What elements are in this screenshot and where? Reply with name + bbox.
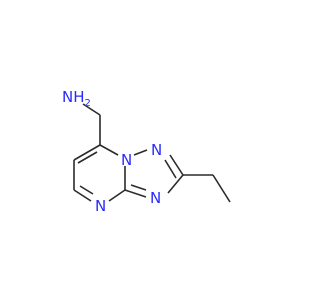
- bond-n8-n1: [133, 149, 148, 156]
- bond-n3-c3a-inner: [130, 184, 147, 191]
- bonds: [73, 103, 231, 203]
- bond-n1-c2: [169, 154, 184, 176]
- bond-n8-c7: [99, 144, 119, 156]
- amine-subscript: 2: [85, 98, 91, 109]
- amine-label: NH2: [62, 88, 91, 109]
- bond-c5-n4-inner: [79, 185, 94, 195]
- atom-n3: N: [150, 189, 161, 207]
- bond-c7-c6-inner: [77, 151, 98, 164]
- amine-nh: NH: [62, 88, 85, 106]
- atom-n1: N: [151, 141, 162, 159]
- bond-n1-c2-inner: [164, 159, 177, 179]
- bond-c7-c6: [73, 144, 101, 161]
- structure-diagram: NH2 N N N N: [62, 88, 231, 215]
- bond-n4-c3a: [108, 189, 126, 202]
- atom-labels: NH2 N N N N: [62, 88, 162, 215]
- bond-amine-ch2: [82, 103, 101, 116]
- atom-n4: N: [95, 197, 106, 215]
- molecule-canvas: NH2 N N N N: [62, 88, 231, 215]
- atom-n-bridge: N: [121, 151, 132, 169]
- bond-c5-n4: [73, 189, 92, 202]
- bond-c2-n3: [167, 174, 184, 194]
- bond-ethyl-ch3: [212, 174, 231, 203]
- bond-n3-c3a: [124, 189, 147, 198]
